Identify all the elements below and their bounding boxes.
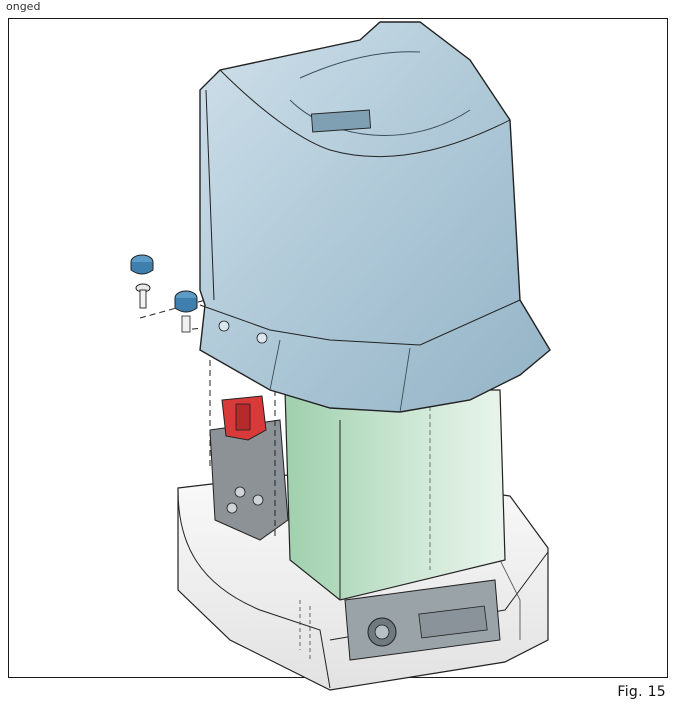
figure-label: Fig. 15 bbox=[617, 684, 666, 700]
screw-cap-mounted bbox=[174, 290, 198, 333]
top-clipped-caption: onged bbox=[6, 0, 41, 13]
motor-unit bbox=[284, 389, 506, 601]
fixing-screw bbox=[135, 283, 151, 309]
screw-cap bbox=[130, 254, 154, 275]
mounting-bracket bbox=[209, 419, 289, 541]
release-lever bbox=[221, 395, 267, 441]
housing-cover bbox=[199, 21, 551, 413]
key-lock bbox=[344, 579, 501, 661]
